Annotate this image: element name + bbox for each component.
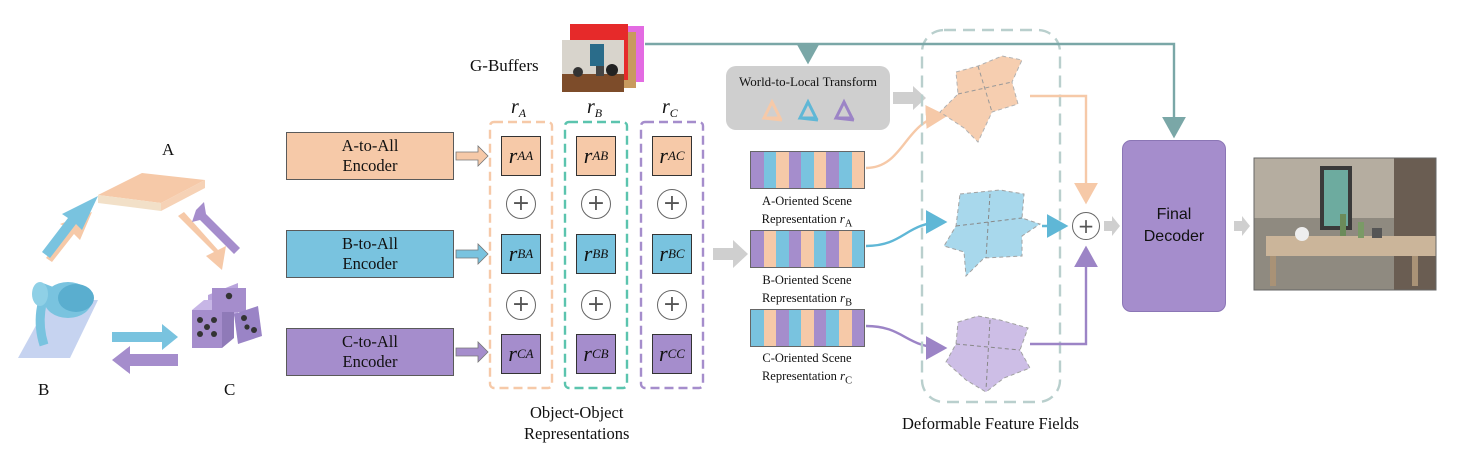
sum-to-decoder-arrow xyxy=(1104,216,1120,236)
gbuffers-label: G-Buffers xyxy=(470,56,539,75)
object-b-lamp-icon xyxy=(18,282,98,358)
decoder-to-output-arrow xyxy=(1234,216,1250,236)
a-to-c-arrow xyxy=(178,212,226,270)
encoder-a-box: A-to-All Encoder xyxy=(286,132,454,180)
output-rendered-image xyxy=(1253,157,1437,291)
plus-c1: + xyxy=(657,189,687,219)
scene-rep-c-bar xyxy=(750,309,865,347)
world-to-local-box: World-to-Local Transform xyxy=(726,66,890,130)
object-c-dice-icon xyxy=(192,283,262,348)
gbuffer-image-stack xyxy=(562,24,644,92)
transform-c-icon xyxy=(833,98,855,122)
object-a-label: A xyxy=(162,140,175,159)
object-c-label: C xyxy=(224,380,236,399)
transform-a-icon xyxy=(761,98,783,122)
scene-b-to-field-arrow xyxy=(865,210,948,248)
scene-c-to-field-arrow xyxy=(865,324,948,360)
transform-to-field-arrow xyxy=(893,86,926,110)
field-a-to-sum-arrow xyxy=(1030,94,1098,205)
column-b-box xyxy=(563,120,629,390)
b-to-c-arrow xyxy=(112,324,178,350)
gbuffer-to-decoder-arrow xyxy=(645,42,1186,139)
b-to-a-arrow xyxy=(42,196,98,258)
transform-icons xyxy=(761,98,855,122)
encoder-b-arrow xyxy=(455,243,489,265)
plus-a1: + xyxy=(506,189,536,219)
scene-a-to-field-arrow xyxy=(865,104,948,170)
object-b-label: B xyxy=(38,380,50,399)
transform-b-icon xyxy=(797,98,819,122)
field-b-shape xyxy=(943,189,1042,278)
final-decoder-box: Final Decoder xyxy=(1122,140,1226,312)
object-object-caption: Object-Object Representations xyxy=(524,403,630,443)
object-a-plate-icon xyxy=(98,173,205,211)
plus-b1: + xyxy=(581,189,611,219)
plus-c2: + xyxy=(657,290,687,320)
encoder-a-arrow xyxy=(455,145,489,167)
column-a-box xyxy=(488,120,554,390)
plus-b2: + xyxy=(581,290,611,320)
field-c-shape xyxy=(945,315,1031,393)
c-to-a-arrow xyxy=(192,202,240,254)
encoder-c-box: C-to-All Encoder xyxy=(286,328,454,376)
world-to-local-title: World-to-Local Transform xyxy=(739,74,877,89)
scene-rep-b-bar xyxy=(750,230,865,268)
field-c-to-sum-arrow xyxy=(1030,245,1098,346)
sum-circle: + xyxy=(1072,212,1100,240)
c-to-b-arrow xyxy=(112,346,178,374)
scene-rep-a-bar xyxy=(750,151,865,189)
encoder-b-box: B-to-All Encoder xyxy=(286,230,454,278)
column-header-c: rC xyxy=(662,96,678,120)
plus-a2: + xyxy=(506,290,536,320)
field-a-shape xyxy=(939,55,1023,143)
gray-arrow-to-scene xyxy=(713,240,748,268)
column-header-a: rA xyxy=(511,96,527,120)
column-header-b: rB xyxy=(587,96,603,120)
feature-fields-caption: Deformable Feature Fields xyxy=(902,414,1079,433)
encoder-c-arrow xyxy=(455,341,489,363)
column-c-box xyxy=(639,120,705,390)
